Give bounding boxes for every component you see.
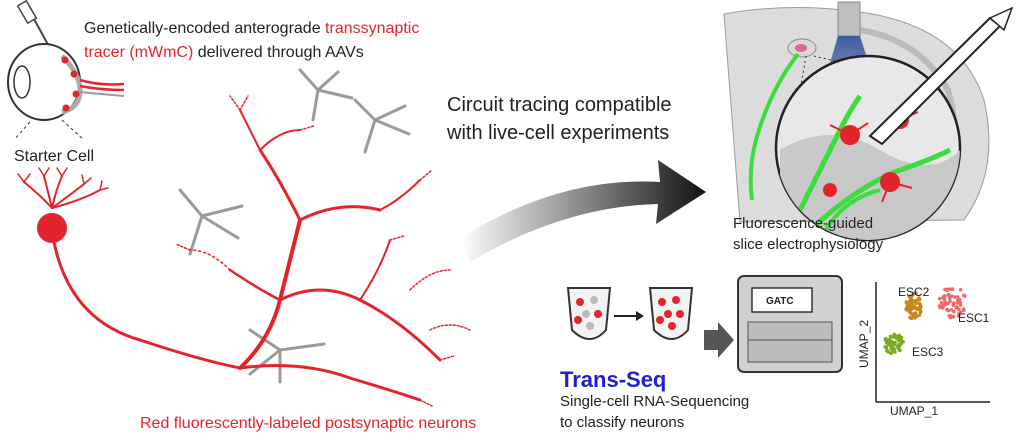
tracer-suffix: delivered through AAVs	[193, 44, 364, 61]
umap-point-esc1	[941, 303, 945, 308]
umap-point-esc1	[951, 314, 956, 319]
circuit-tracing-line-2: with live-cell experiments	[447, 122, 670, 144]
umap-point-esc3	[901, 339, 905, 344]
tracer-prefix: Genetically-encoded anterograde	[84, 20, 326, 37]
starter-cell-label: Starter Cell	[14, 148, 95, 165]
umap-point-esc1	[962, 308, 966, 313]
umap-point-esc3	[892, 349, 897, 354]
umap-point-esc1	[950, 287, 954, 292]
umap-point-esc1	[953, 295, 957, 299]
sequencer-screen-label: GATC	[766, 296, 794, 307]
fluorescence-line-2: slice electrophysiology	[733, 236, 884, 253]
umap-point-esc1	[957, 297, 962, 302]
starter-neuron	[17, 167, 242, 370]
umap-point-esc1	[961, 293, 966, 298]
trans-seq-title: Trans-Seq	[560, 367, 667, 392]
fluorescence-line-1: Fluorescence-guided	[733, 215, 874, 232]
umap-point-esc2	[916, 297, 921, 302]
cell-tube-sorted-icon	[648, 287, 694, 340]
cluster-label-esc3: ESC3	[912, 345, 944, 359]
cluster-label-esc2: ESC2	[898, 285, 930, 299]
tracer-highlight: transsynaptic	[325, 20, 420, 37]
cell-tube-unsorted-icon	[566, 287, 612, 340]
umap-point-esc1	[955, 301, 960, 305]
umap-point-esc1	[952, 310, 956, 314]
umap-point-esc1	[946, 308, 951, 313]
umap-point-esc2	[912, 291, 916, 296]
umap-point-esc1	[958, 288, 963, 292]
tracer-description-line-1: Genetically-encoded anterograde transsyn…	[84, 20, 419, 38]
umap-point-esc2	[904, 300, 909, 304]
umap-point-esc3	[896, 338, 901, 343]
umap-point-esc2	[910, 299, 915, 303]
umap-point-esc3	[884, 345, 889, 350]
umap-point-esc2	[911, 305, 915, 310]
umap-point-esc3	[892, 342, 897, 347]
umap-point-esc3	[889, 340, 893, 344]
umap-point-esc3	[897, 342, 901, 347]
umap-point-esc1	[958, 300, 963, 305]
umap-point-esc1	[943, 287, 947, 292]
grey-neurons	[178, 68, 411, 384]
umap-point-esc1	[937, 304, 942, 308]
umap-point-esc3	[892, 332, 896, 337]
umap-point-esc3	[889, 351, 893, 356]
umap-point-esc1	[955, 295, 960, 299]
umap-point-esc2	[908, 299, 912, 303]
umap-point-esc2	[913, 311, 918, 315]
umap-point-esc2	[914, 301, 918, 306]
umap-point-esc1	[946, 292, 951, 297]
umap-point-esc3	[888, 334, 893, 339]
umap-point-esc2	[917, 301, 922, 306]
umap-point-esc2	[915, 307, 919, 311]
curved-arrow-icon	[460, 160, 706, 262]
umap-scatter	[883, 287, 967, 356]
umap-point-esc1	[942, 294, 946, 299]
umap-point-esc2	[917, 313, 922, 317]
umap-point-esc1	[948, 315, 953, 320]
umap-axes	[875, 282, 990, 403]
umap-point-esc3	[897, 335, 901, 339]
umap-point-esc1	[950, 294, 954, 299]
right-arrow-icon	[614, 311, 644, 321]
trans-seq-line-1: Single-cell RNA-Sequencing	[560, 393, 750, 410]
umap-point-esc1	[954, 305, 959, 310]
tracer-description-line-2: tracer (mWmC) delivered through AAVs	[84, 44, 364, 62]
umap-point-esc3	[889, 347, 893, 351]
postsynaptic-label: Red fluorescently-labeled postsynaptic n…	[140, 415, 477, 432]
umap-point-esc2	[912, 316, 917, 320]
brain-slice-illustration	[723, 1, 1014, 242]
circuit-tracing-line-1: Circuit tracing compatible	[447, 94, 672, 116]
sequencer-icon	[737, 275, 843, 373]
umap-point-esc3	[896, 346, 900, 350]
trans-seq-line-2: to classify neurons	[560, 414, 685, 431]
umap-point-esc1	[937, 296, 942, 301]
umap-point-esc2	[909, 316, 914, 321]
umap-point-esc1	[942, 297, 947, 302]
umap-point-esc2	[918, 308, 923, 313]
tracer-name: tracer (mWmC)	[84, 44, 194, 61]
umap-point-esc1	[952, 301, 956, 305]
umap-point-esc1	[949, 308, 954, 312]
umap-point-esc1	[959, 310, 963, 314]
umap-point-esc1	[948, 299, 952, 304]
umap-point-esc3	[886, 350, 891, 354]
umap-point-esc2	[907, 294, 911, 299]
eye-injection-icon	[7, 0, 125, 141]
cluster-label-esc1: ESC1	[958, 311, 990, 325]
umap-point-esc1	[958, 303, 963, 307]
objective-lens-icon	[837, 1, 861, 37]
postsynaptic-neurons	[175, 95, 471, 407]
umap-point-esc1	[947, 287, 951, 291]
umap-point-esc3	[883, 338, 888, 342]
umap-y-label: UMAP_2	[857, 319, 871, 368]
umap-x-label: UMAP_1	[890, 404, 939, 418]
grey-arrow-icon	[704, 322, 734, 358]
